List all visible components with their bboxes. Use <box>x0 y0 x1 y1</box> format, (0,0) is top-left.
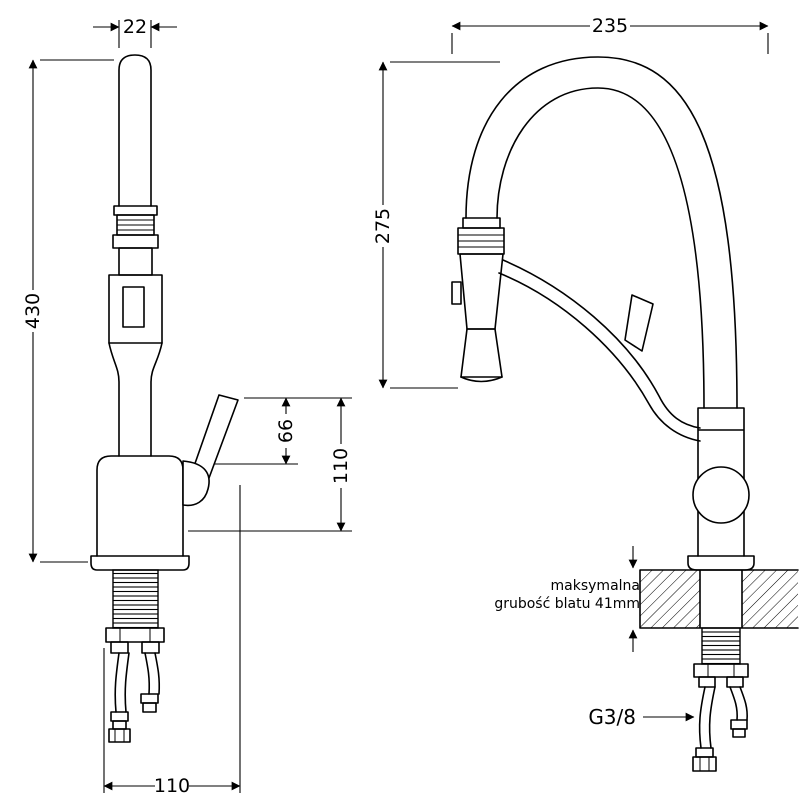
counter-note-line2: grubość blatu 41mm <box>494 596 640 612</box>
counter-hatch-left <box>640 570 700 628</box>
dim-label-base-depth: 110 <box>154 775 190 797</box>
left-view-faucet <box>90 54 239 743</box>
mixer-body <box>96 455 184 557</box>
threaded-shank-front <box>701 627 741 665</box>
supply-hose-left <box>114 652 130 713</box>
spout-collar-upper <box>113 205 158 216</box>
neck-taper-left <box>108 342 120 457</box>
upper-body-window <box>122 286 145 328</box>
supply-hose-front-left <box>698 686 716 749</box>
counter-hatch-right <box>742 570 798 628</box>
extension-lines-430 <box>40 59 114 563</box>
dim-label-height: 430 <box>22 293 44 329</box>
sprayhead-collar <box>462 217 501 229</box>
threaded-shank <box>112 569 159 629</box>
spout-collar-lower <box>112 234 159 249</box>
sprayhead-body <box>459 253 504 330</box>
dim-label-spout-width: 22 <box>123 16 147 38</box>
hose-nut-front-facets <box>699 757 710 771</box>
sprayhead-button <box>451 281 462 305</box>
base-flange-front <box>687 555 755 571</box>
bracket-notches <box>119 628 151 642</box>
mounting-nut-right <box>141 641 160 654</box>
groove-lines <box>117 219 154 231</box>
dim-label-spout-height: 275 <box>372 208 394 244</box>
hose-fitting-right-2 <box>142 702 157 713</box>
extension-lines-base <box>103 485 241 793</box>
hose-fitting-left <box>110 711 129 722</box>
mounting-nut-front-right <box>726 676 744 688</box>
supply-hose-front-right <box>729 686 748 721</box>
handle-joint <box>182 460 210 507</box>
extension-lines-275 <box>390 61 500 389</box>
right-view-faucet <box>451 56 799 772</box>
dim-label-reach: 235 <box>592 15 628 37</box>
spout-tube <box>118 54 152 207</box>
left-view-dimensions: 430 22 66 110 110 <box>22 16 352 797</box>
pullout-hose-upper <box>502 259 701 429</box>
thread-size-label: G3/8 <box>588 705 636 729</box>
extension-lines-235 <box>451 33 769 54</box>
body-sphere-joint <box>692 466 750 524</box>
upper-body <box>108 274 163 344</box>
pullout-hose-lower <box>498 272 701 442</box>
gooseneck-inner <box>496 87 705 409</box>
counter-note-line1: maksymalna <box>551 578 640 594</box>
sprayhead-groove-lines <box>458 234 504 248</box>
sprayhead-tip <box>460 328 503 378</box>
hose-nut-front-left <box>692 756 717 772</box>
sprayhead-tip-bottom <box>460 376 503 383</box>
neck-taper-right <box>150 342 163 457</box>
base-flange <box>90 555 190 571</box>
hose-fitting-right <box>140 693 159 704</box>
hose-fitting-front-right-2 <box>732 728 746 738</box>
dim-label-handle-height: 66 <box>275 419 297 443</box>
hose-nut-left-facets <box>114 729 125 742</box>
mounting-nut-left <box>110 641 129 654</box>
dim-label-handle-depth: 110 <box>330 448 352 484</box>
supply-hose-right <box>144 652 161 695</box>
mounting-bracket <box>105 627 165 643</box>
mounting-bracket-front <box>693 663 749 678</box>
bracket-notches-front <box>707 664 735 677</box>
hose-weight-clip <box>624 294 654 352</box>
mounting-nut-front-left <box>698 676 716 688</box>
hose-fitting-front-right <box>730 719 748 730</box>
hose-fitting-front-left <box>695 747 714 758</box>
hose-nut-left <box>108 728 131 743</box>
right-view-dimensions: 235 275 maksymalna grubość blatu 41mm G3… <box>372 15 769 729</box>
gooseneck-outer <box>465 56 738 409</box>
hose-fitting-left-2 <box>112 720 127 730</box>
spout-neck-tube <box>118 247 153 276</box>
